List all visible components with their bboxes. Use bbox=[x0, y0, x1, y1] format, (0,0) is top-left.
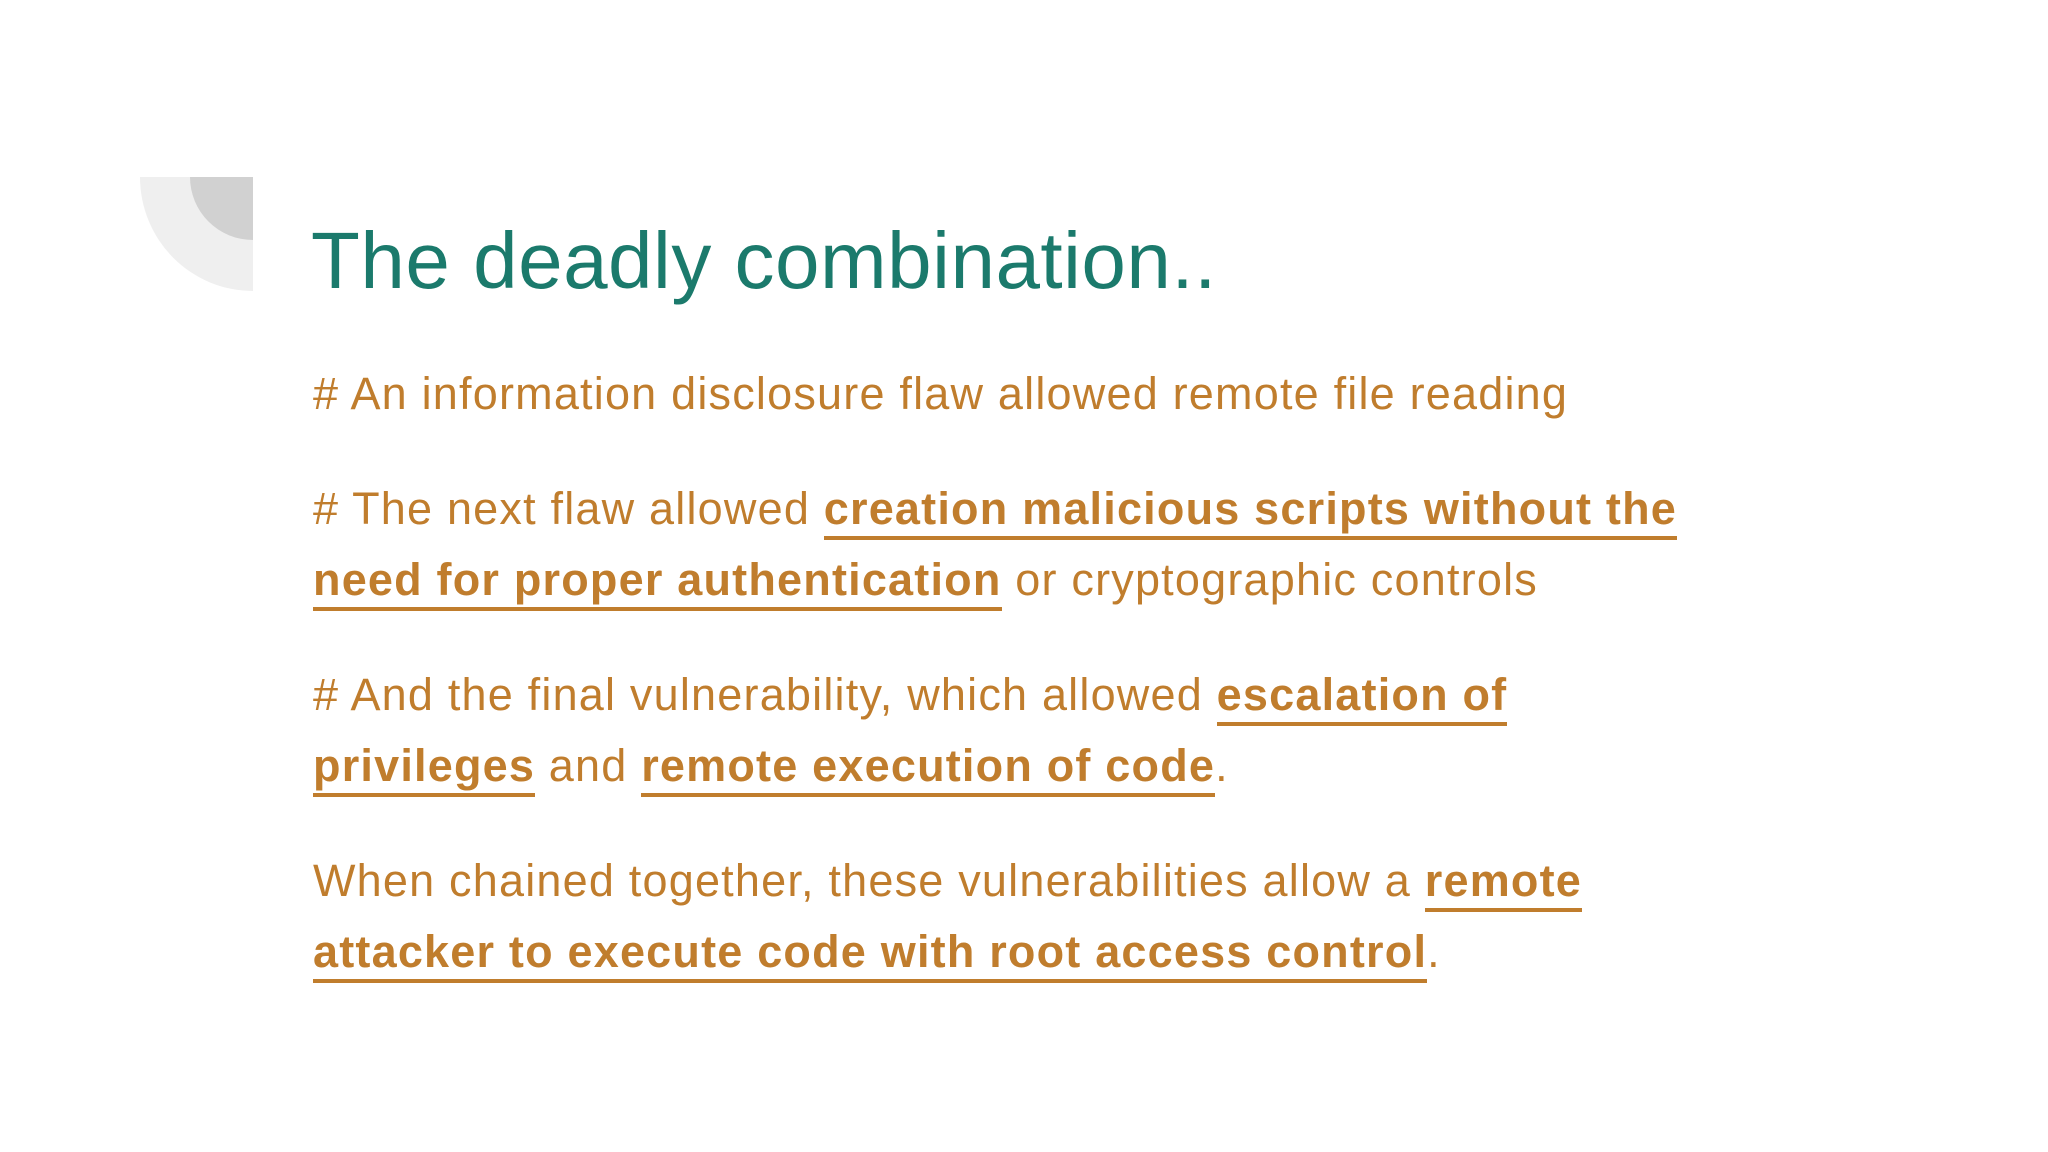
body-run: or cryptographic controls bbox=[1001, 554, 1538, 605]
body-run: and bbox=[535, 740, 642, 791]
emphasized-text: attacker to execute code with root acces… bbox=[313, 926, 1428, 983]
emphasized-text: need for proper authentication bbox=[313, 554, 1002, 611]
paragraph: # An information disclosure flaw allowed… bbox=[313, 358, 1933, 429]
body-run: # An information disclosure flaw allowed… bbox=[313, 368, 1569, 419]
emphasized-text: remote bbox=[1424, 855, 1583, 912]
body-run: # And the final vulnerability, which all… bbox=[313, 669, 1217, 720]
paragraph: When chained together, these vulnerabili… bbox=[313, 845, 1933, 987]
page-title: The deadly combination.. bbox=[311, 215, 1217, 305]
paragraph: # The next flaw allowed creation malicio… bbox=[313, 473, 1933, 615]
emphasized-text: privileges bbox=[313, 740, 536, 797]
emphasized-text: creation malicious scripts without the bbox=[823, 483, 1677, 540]
emphasized-text: remote execution of code bbox=[641, 740, 1216, 797]
body-run: When chained together, these vulnerabili… bbox=[313, 855, 1425, 906]
emphasized-text: escalation of bbox=[1216, 669, 1508, 726]
body-run: . bbox=[1215, 740, 1229, 791]
body-text: # An information disclosure flaw allowed… bbox=[313, 358, 1933, 1031]
body-run: # The next flaw allowed bbox=[313, 483, 824, 534]
body-run: . bbox=[1427, 926, 1441, 977]
paragraph: # And the final vulnerability, which all… bbox=[313, 659, 1933, 801]
